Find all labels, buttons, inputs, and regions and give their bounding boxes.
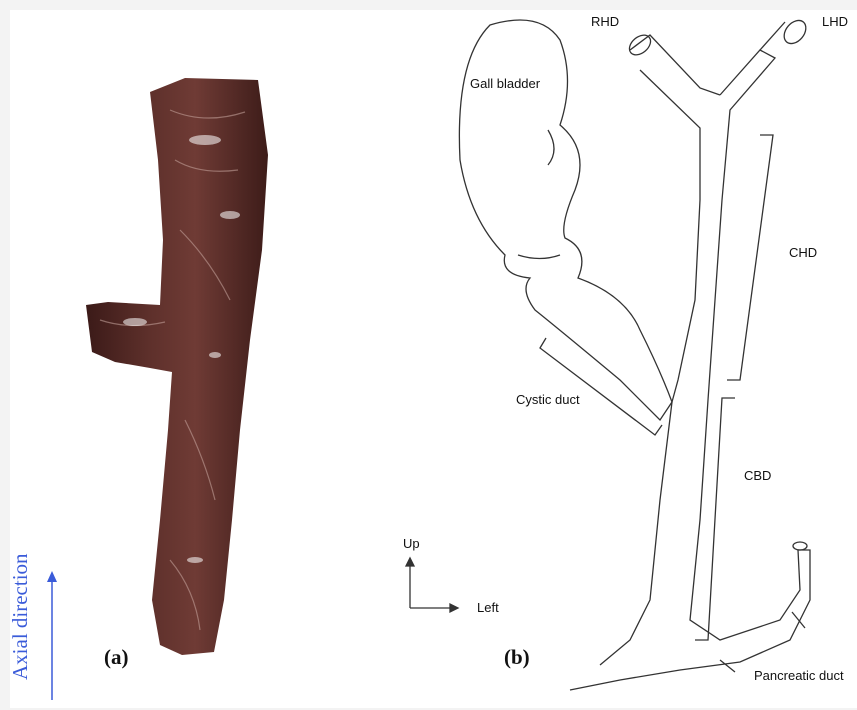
compass-up-label: Up: [403, 536, 420, 551]
cbd-label: CBD: [744, 468, 771, 483]
common-duct: [600, 70, 700, 665]
compass: [406, 558, 458, 612]
chd-bracket: [727, 135, 773, 380]
lhd-label: LHD: [822, 14, 848, 29]
chd-label: CHD: [789, 245, 817, 260]
panel-b-label: (b): [504, 645, 530, 670]
gall-bladder-label: Gall bladder: [470, 76, 540, 91]
cystic-duct-label: Cystic duct: [516, 392, 580, 407]
compass-left-label: Left: [477, 600, 499, 615]
rhd-label: RHD: [591, 14, 619, 29]
cbd-bracket: [695, 398, 735, 640]
cystic-duct-bracket: [540, 338, 662, 435]
pancreatic-duct-label: Pancreatic duct: [754, 668, 844, 683]
